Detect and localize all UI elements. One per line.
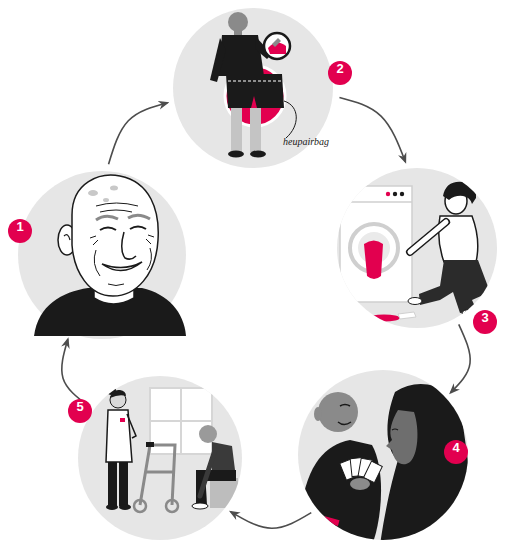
step-circle: 4 [298, 370, 468, 540]
step-circle: 3 [337, 168, 497, 328]
cycle-arrow [109, 103, 168, 164]
part-label: heupairbag [283, 136, 329, 147]
step-circle: 2heupairbag [173, 8, 333, 168]
callout-number: 1 [8, 219, 32, 243]
cycle-arrow [231, 512, 311, 528]
callout-number: 2 [328, 61, 352, 85]
callout-number: 4 [444, 440, 468, 464]
cycle-arrow [339, 98, 405, 162]
step-circle: 1 [18, 171, 186, 339]
callout-number: 5 [68, 399, 92, 423]
callout-number: 3 [473, 310, 497, 334]
step-circle: 5 [78, 376, 242, 540]
cycle-arrow [62, 339, 88, 405]
cycle-arrow [451, 324, 471, 392]
